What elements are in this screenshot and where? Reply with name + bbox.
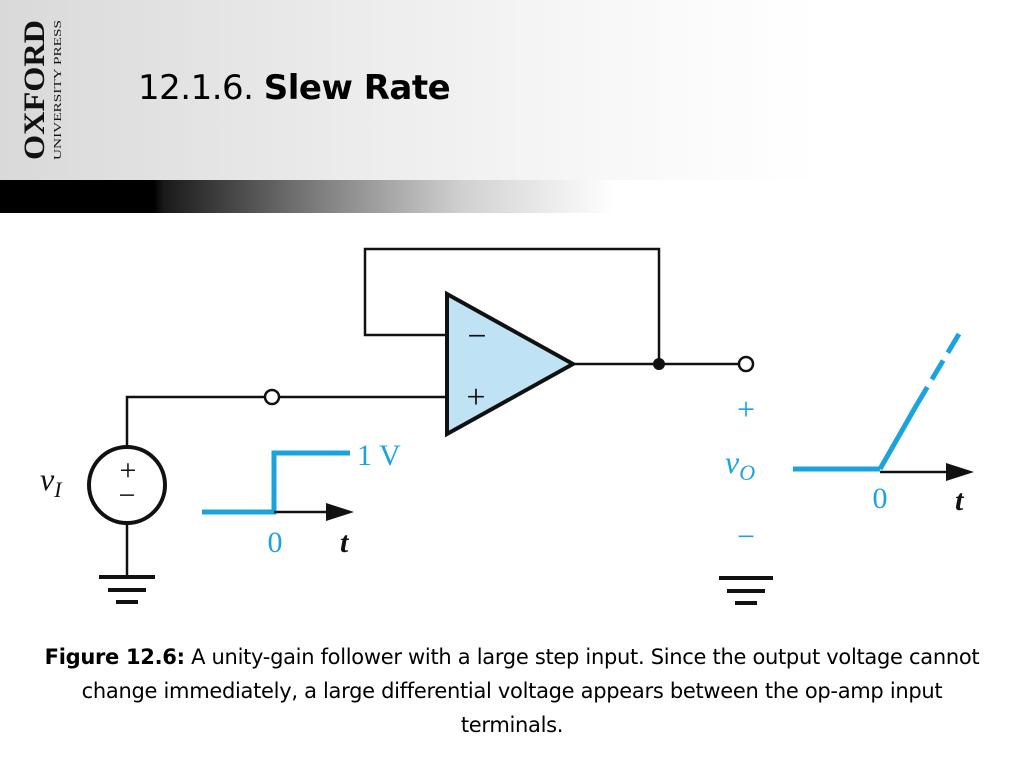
output-plus-label: + bbox=[737, 391, 755, 427]
input-origin-label: 0 bbox=[268, 526, 283, 559]
output-voltage-label: vO bbox=[725, 444, 755, 485]
logo-sub-text: UNIVERSITY PRESS bbox=[52, 20, 64, 160]
slide-title: 12.1.6. Slew Rate bbox=[138, 68, 451, 108]
output-origin-label: 0 bbox=[873, 482, 888, 515]
feedback-wire bbox=[363, 247, 661, 364]
source-ground-symbol bbox=[99, 575, 155, 604]
source-minus-label: − bbox=[119, 479, 136, 512]
input-step-waveform bbox=[202, 450, 350, 515]
output-ramp-waveform bbox=[877, 404, 919, 471]
logo-main-text: OXFORD bbox=[18, 20, 51, 160]
output-axis-arrowhead bbox=[946, 463, 974, 481]
output-terminal bbox=[737, 355, 755, 373]
caption-label: Figure 12.6: bbox=[44, 645, 185, 669]
output-minus-label: − bbox=[737, 518, 755, 554]
header-background bbox=[0, 0, 1024, 180]
output-ramp-dashed bbox=[913, 332, 962, 408]
title-text: Slew Rate bbox=[263, 68, 451, 108]
input-level-label: 1 V bbox=[357, 439, 401, 472]
input-time-label: t bbox=[340, 526, 350, 559]
input-voltage-label: vI bbox=[40, 461, 63, 502]
input-terminal bbox=[263, 388, 281, 406]
output-junction-dot bbox=[653, 358, 665, 370]
output-time-label: t bbox=[955, 484, 965, 517]
output-ground-symbol bbox=[719, 576, 773, 605]
oxford-logo: OXFORD UNIVERSITY PRESS bbox=[18, 20, 64, 160]
opamp-minus-label: − bbox=[467, 318, 486, 355]
header-gradient-bar bbox=[0, 180, 1024, 213]
caption-text: A unity-gain follower with a large step … bbox=[81, 645, 980, 737]
input-axis-arrowhead bbox=[326, 503, 354, 521]
opamp-plus-label: + bbox=[466, 379, 485, 416]
source-top-wire bbox=[125, 395, 265, 450]
source-plus-label: + bbox=[120, 454, 137, 487]
title-number: 12.1.6. bbox=[138, 68, 254, 108]
figure-caption: Figure 12.6: A unity-gain follower with … bbox=[30, 640, 994, 742]
opamp-triangle bbox=[445, 290, 578, 438]
